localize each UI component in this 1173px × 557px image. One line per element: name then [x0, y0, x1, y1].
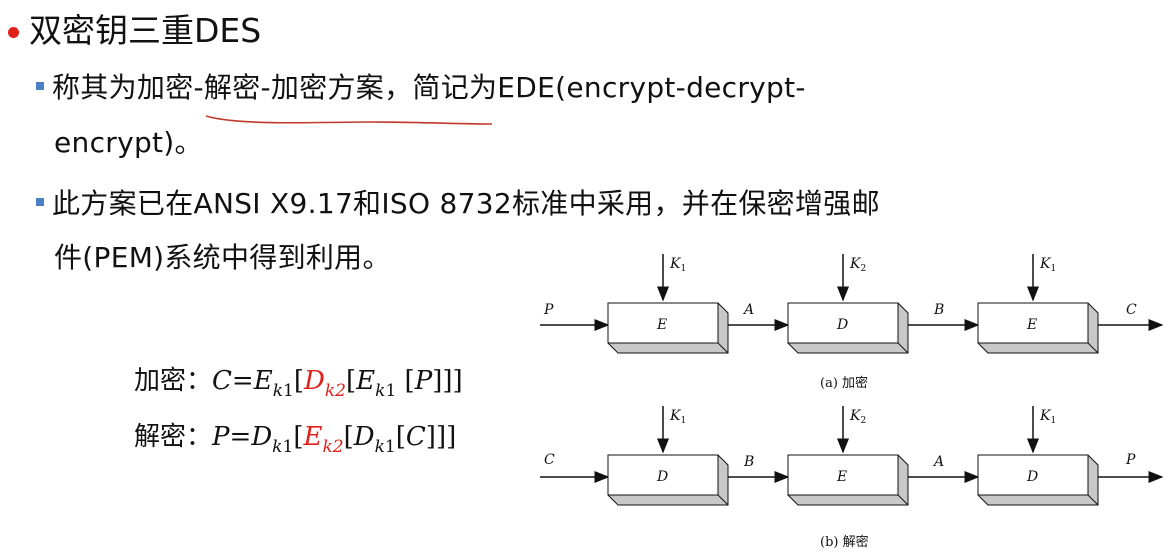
enc-link-2-label: B — [933, 302, 944, 318]
enc-box-1-label: E — [656, 317, 667, 333]
decrypt-formula-label: 解密： — [134, 422, 213, 452]
bullet-1-text: 称其为加密-解密-加密方案，简记为EDE(encrypt-decrypt- — [52, 71, 806, 104]
square-bullet-icon — [36, 82, 44, 90]
square-bullet-icon — [36, 198, 44, 206]
dec-key-3: K1 — [1039, 408, 1056, 426]
enc-box-1: E — [607, 302, 729, 354]
bullet-2-line-1: 此方案已在ANSI X9.17和ISO 8732标准中采用，并在保密增强邮 — [36, 182, 880, 222]
enc-caption: (a) 加密 — [820, 375, 868, 391]
red-bullet-icon — [8, 27, 19, 38]
dec-link-1-label: B — [743, 454, 754, 470]
enc-box-2: D — [787, 302, 909, 354]
bullet-2-text: 此方案已在ANSI X9.17和ISO 8732标准中采用，并在保密增强邮 — [52, 187, 880, 220]
enc-key-1: K1 — [669, 256, 686, 274]
dec-box-3: D — [977, 454, 1099, 506]
slide-title: 双密钥三重DES — [8, 4, 261, 52]
encrypt-formula-label: 加密： — [134, 366, 213, 396]
dec-box-3-label: D — [1026, 469, 1038, 485]
dec-caption: (b) 解密 — [820, 534, 869, 550]
bullet-1-line-1: 称其为加密-解密-加密方案，简记为EDE(encrypt-decrypt- — [36, 66, 806, 106]
handwritten-underline — [205, 115, 493, 125]
ede-diagram: P E A D B E C K1 K2 K1 — [540, 254, 1164, 550]
dec-output-label: P — [1125, 452, 1136, 468]
enc-box-2-label: D — [836, 317, 848, 333]
enc-box-3-label: E — [1026, 317, 1037, 333]
enc-output-label: C — [1126, 302, 1137, 318]
dec-key-1: K1 — [669, 408, 686, 426]
dec-input-label: C — [544, 452, 555, 468]
dec-box-2: E — [787, 454, 909, 506]
bullet-1-line-2: encrypt)。 — [54, 126, 203, 159]
dec-box-1-label: D — [656, 469, 668, 485]
dec-box-2-label: E — [836, 469, 847, 485]
dec-key-2: K2 — [849, 408, 866, 426]
title-text: 双密钥三重DES — [29, 11, 262, 50]
encrypt-formula: 加密：C=Ek1[Dk2[Ek1 [P]]] — [134, 366, 463, 401]
dec-link-2-label: A — [932, 454, 944, 470]
enc-input-label: P — [543, 302, 554, 318]
enc-link-1-label: A — [742, 302, 754, 318]
enc-box-3: E — [977, 302, 1099, 354]
enc-key-2: K2 — [849, 256, 866, 274]
enc-key-3: K1 — [1039, 256, 1056, 274]
decrypt-formula: 解密：P=Dk1[Ek2[Dk1[C]]] — [134, 422, 457, 457]
bullet-2-line-2: 件(PEM)系统中得到利用。 — [54, 241, 391, 274]
dec-box-1: D — [607, 454, 729, 506]
